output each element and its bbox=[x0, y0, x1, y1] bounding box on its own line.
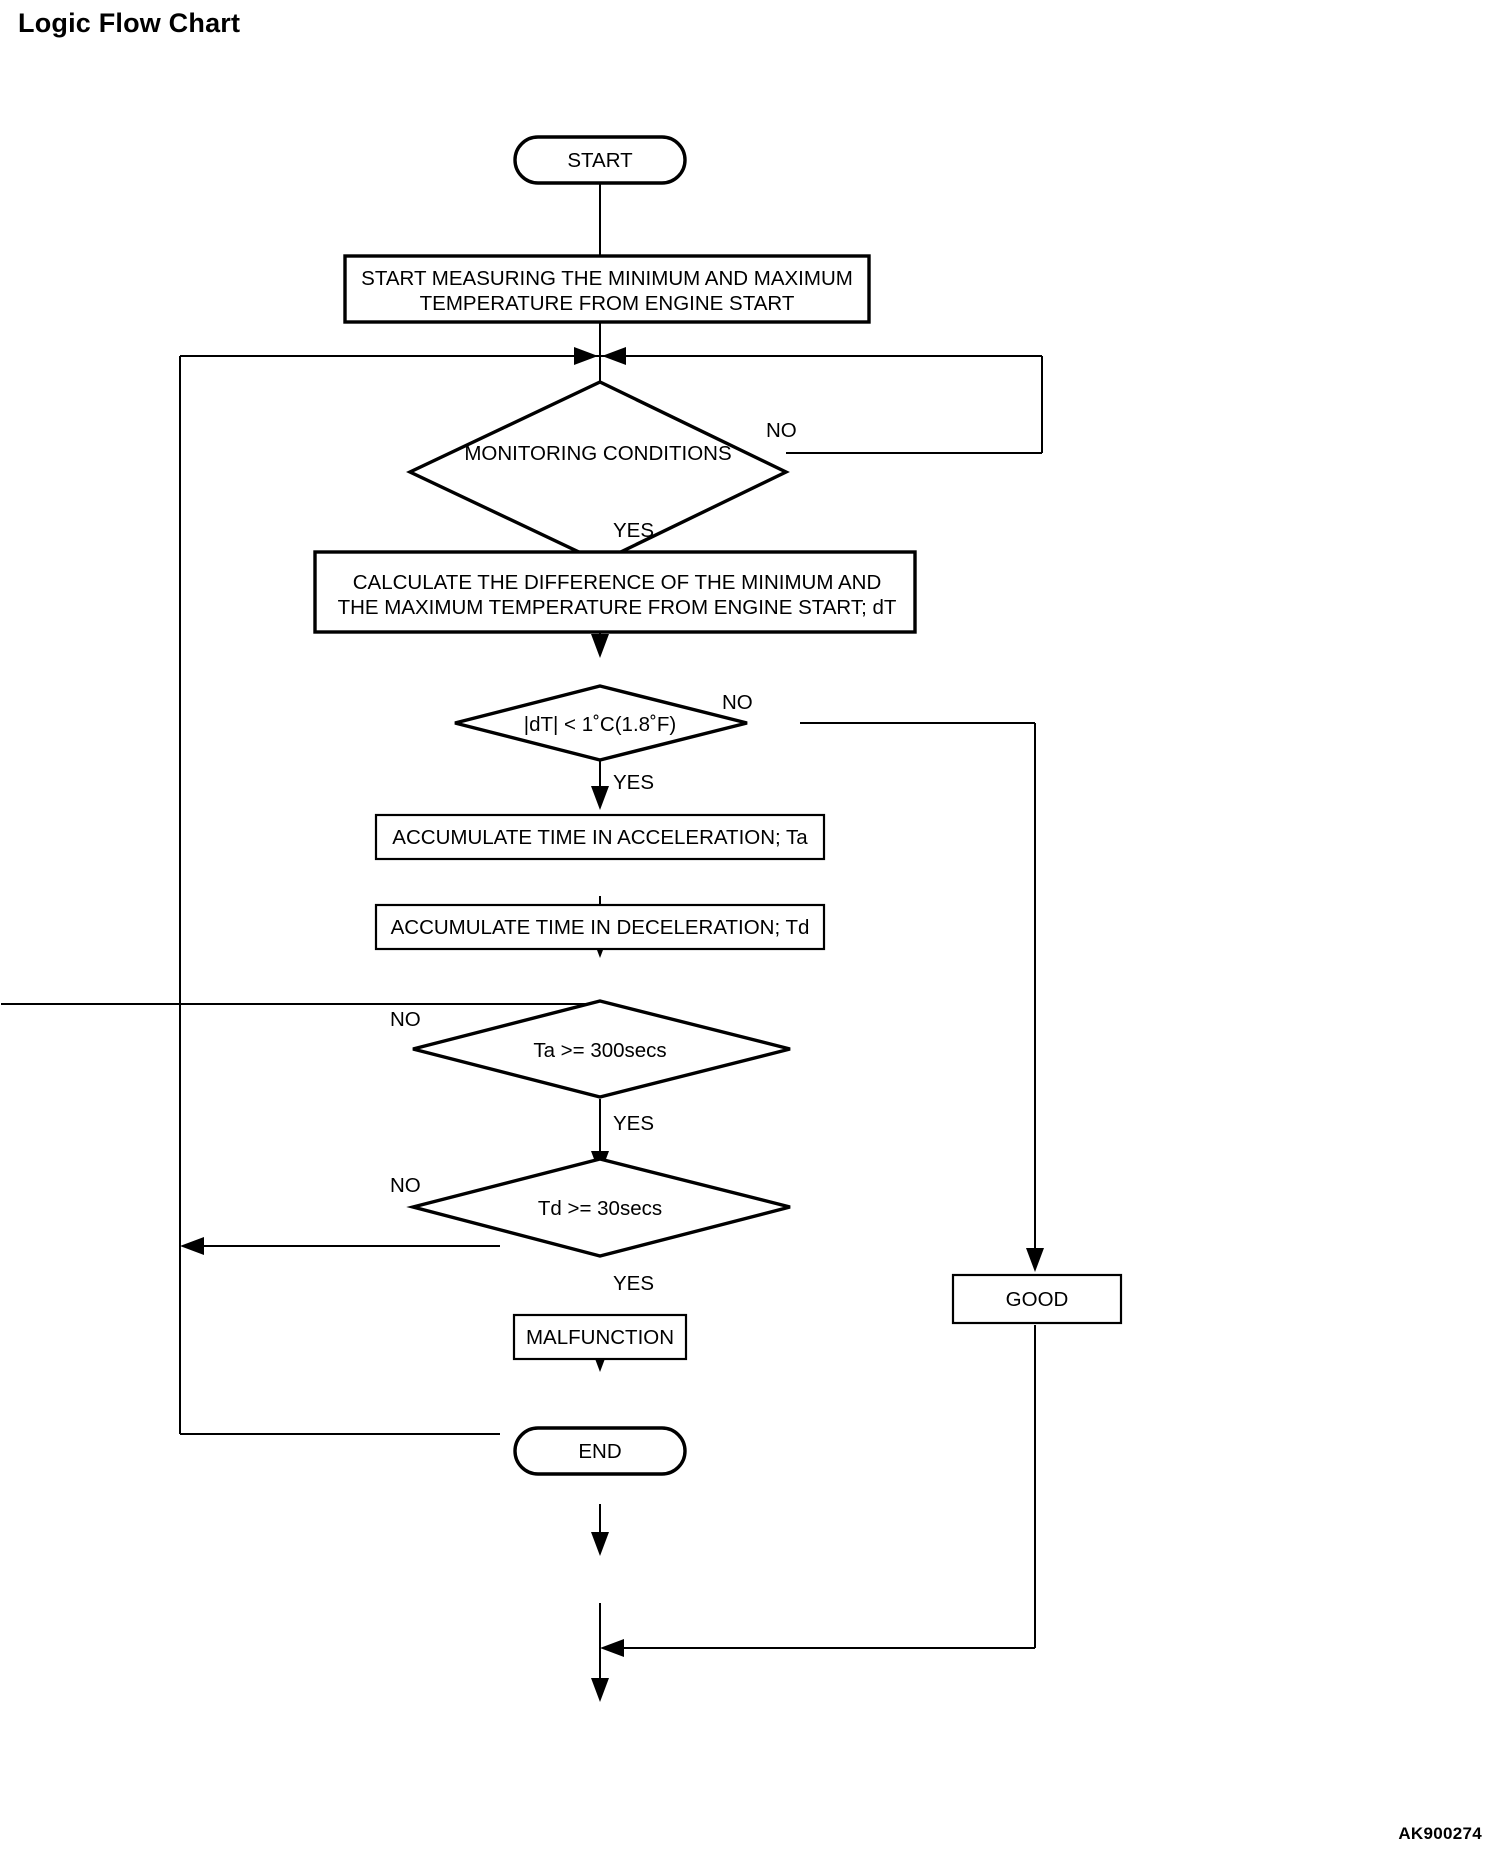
node-dt-check[interactable]: |dT| < 1˚C(1.8˚F) bbox=[454, 684, 748, 762]
node-malfunction-label: MALFUNCTION bbox=[526, 1326, 674, 1349]
edge-dtcheck-no-to-good bbox=[800, 722, 1044, 1272]
node-accumulate-ta-label: ACCUMULATE TIME IN ACCELERATION; Ta bbox=[392, 826, 808, 849]
node-measure-label-line2: TEMPERATURE FROM ENGINE START bbox=[420, 292, 795, 315]
node-end[interactable]: END bbox=[513, 1426, 687, 1476]
edge-tdcheck-to-malfunction bbox=[591, 1504, 609, 1556]
node-malfunction[interactable]: MALFUNCTION bbox=[512, 1313, 688, 1361]
node-accumulate-ta[interactable]: ACCUMULATE TIME IN ACCELERATION; Ta bbox=[374, 813, 826, 861]
monitoring-no-return-rail bbox=[786, 356, 1043, 454]
edge-tacheck-no-to-left-rail bbox=[180, 1237, 500, 1255]
merge-junction-bar bbox=[180, 347, 1042, 365]
node-good[interactable]: GOOD bbox=[951, 1273, 1123, 1325]
node-td-check[interactable]: Td >= 30secs bbox=[406, 1157, 791, 1258]
branch-label-monitoring-yes: YES bbox=[613, 519, 654, 542]
node-ta-check[interactable]: Ta >= 300secs bbox=[412, 999, 791, 1099]
node-dt-check-label: |dT| < 1˚C(1.8˚F) bbox=[524, 713, 676, 736]
node-accumulate-td-label: ACCUMULATE TIME IN DECELERATION; Td bbox=[391, 916, 810, 939]
branch-label-td-yes: YES bbox=[613, 1272, 654, 1295]
node-end-label: END bbox=[578, 1440, 621, 1463]
node-calculate-label-line2: THE MAXIMUM TEMPERATURE FROM ENGINE STAR… bbox=[338, 596, 897, 619]
branch-label-ta-no: NO bbox=[390, 1008, 421, 1031]
page-title: Logic Flow Chart bbox=[18, 8, 241, 38]
node-measure-label-line1: START MEASURING THE MINIMUM AND MAXIMUM bbox=[361, 267, 853, 290]
node-monitoring-label: MONITORING CONDITIONS bbox=[464, 442, 731, 465]
branch-label-monitoring-no: NO bbox=[766, 419, 797, 442]
node-td-check-label: Td >= 30secs bbox=[538, 1197, 662, 1220]
edge-good-to-end bbox=[600, 1325, 1036, 1657]
branch-label-td-no: NO bbox=[390, 1174, 421, 1197]
branch-label-dt-yes: YES bbox=[613, 771, 654, 794]
node-ta-check-label: Ta >= 300secs bbox=[533, 1039, 666, 1062]
node-calculate[interactable]: CALCULATE THE DIFFERENCE OF THE MINIMUM … bbox=[313, 550, 917, 634]
node-measure[interactable]: START MEASURING THE MINIMUM AND MAXIMUM … bbox=[343, 254, 871, 324]
node-accumulate-td[interactable]: ACCUMULATE TIME IN DECELERATION; Td bbox=[374, 903, 826, 951]
branch-label-dt-no: NO bbox=[722, 691, 753, 714]
node-calculate-label-line1: CALCULATE THE DIFFERENCE OF THE MINIMUM … bbox=[353, 571, 882, 594]
edge-calculate-to-dtcheck bbox=[591, 754, 609, 810]
figure-code: AK900274 bbox=[1398, 1824, 1482, 1843]
branch-label-ta-yes: YES bbox=[613, 1112, 654, 1135]
node-start[interactable]: START bbox=[513, 135, 687, 185]
node-monitoring-conditions[interactable]: MONITORING CONDITIONS bbox=[406, 380, 790, 564]
edge-malfunction-to-end bbox=[591, 1603, 609, 1702]
node-good-label: GOOD bbox=[1006, 1288, 1069, 1311]
node-start-label: START bbox=[567, 149, 633, 172]
